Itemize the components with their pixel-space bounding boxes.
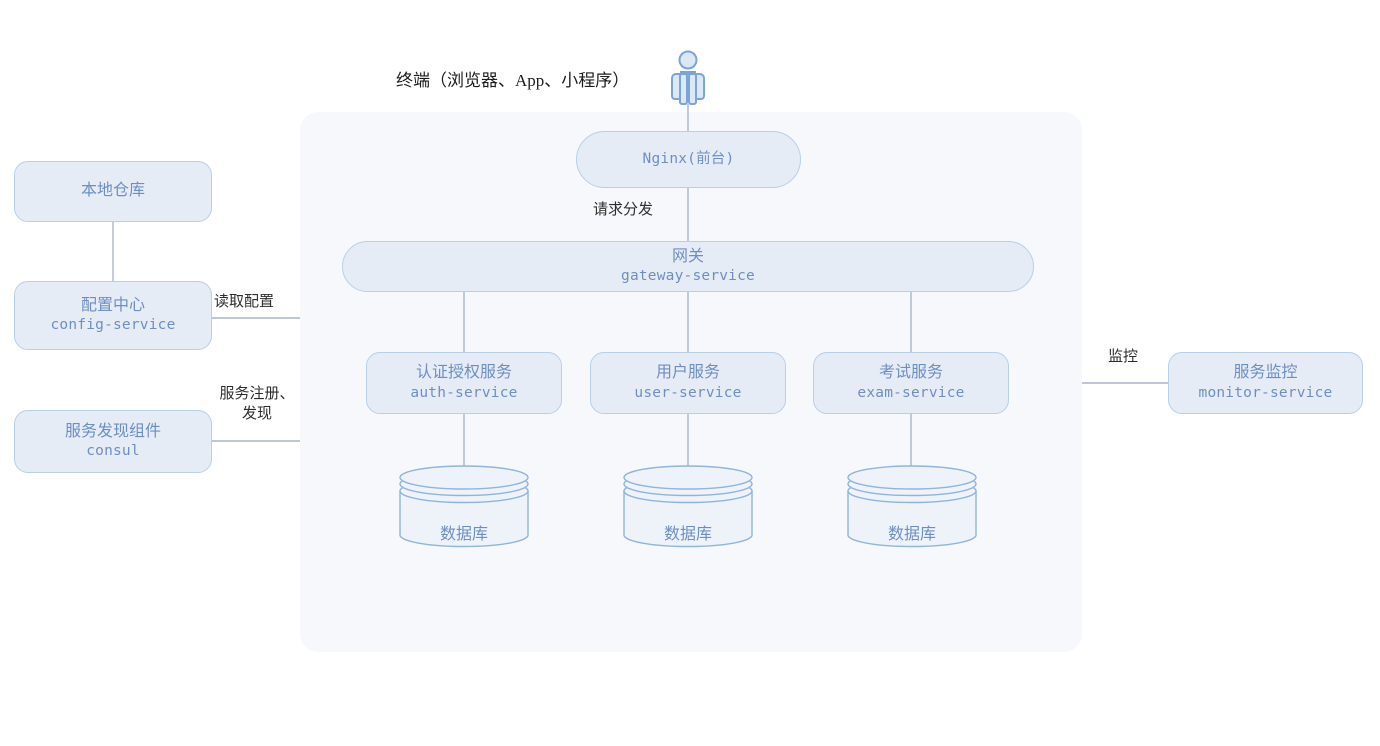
database-cylinder [623, 465, 753, 548]
edge-label-register-discover: 服务注册、 发现 [219, 386, 295, 423]
database-cylinder [399, 465, 529, 548]
node-local-repository-title: 本地仓库 [80, 182, 145, 200]
database-label: 数据库 [887, 526, 936, 543]
node-user-service[interactable]: 用户服务 user-service [590, 352, 786, 414]
terminal-caption-text: 终端（浏览器、App、小程序） [396, 71, 630, 90]
node-nginx[interactable]: Nginx(前台) [576, 131, 801, 188]
terminal-caption: 终端（浏览器、App、小程序） [396, 66, 629, 91]
end-user-actor [671, 50, 705, 105]
node-user-title: 用户服务 [655, 364, 720, 382]
node-config-service-id: config-service [50, 317, 176, 334]
node-config-center[interactable]: 配置中心 config-service [14, 281, 212, 350]
node-service-discovery-title: 服务发现组件 [64, 422, 161, 440]
node-auth-service[interactable]: 认证授权服务 auth-service [366, 352, 562, 414]
edge-label-read-config: 读取配置 [214, 294, 275, 310]
node-service-discovery[interactable]: 服务发现组件 consul [14, 410, 212, 473]
node-user-service-id: user-service [634, 384, 742, 401]
edge-label-dispatch: 请求分发 [593, 202, 654, 218]
node-gateway-service: gateway-service [621, 268, 755, 285]
database-cylinder [847, 465, 977, 548]
node-local-repository[interactable]: 本地仓库 [14, 161, 212, 222]
node-config-center-title: 配置中心 [80, 296, 145, 314]
node-gateway-title: 网关 [671, 247, 704, 265]
node-auth-service-id: auth-service [410, 384, 518, 401]
database-label: 数据库 [663, 526, 712, 543]
node-exam-service[interactable]: 考试服务 exam-service [813, 352, 1009, 414]
edge-label-monitoring: 监控 [1108, 349, 1139, 365]
node-auth-title: 认证授权服务 [415, 364, 512, 382]
node-nginx-label: Nginx(前台) [642, 151, 735, 168]
node-exam-title: 考试服务 [878, 364, 943, 382]
node-exam-service-id: exam-service [857, 384, 965, 401]
node-monitor-service-id: monitor-service [1198, 384, 1333, 401]
node-gateway[interactable]: 网关 gateway-service [342, 241, 1034, 292]
database-label: 数据库 [439, 526, 488, 543]
node-monitor-service[interactable]: 服务监控 monitor-service [1168, 352, 1363, 414]
node-consul-id: consul [86, 443, 140, 460]
node-monitor-title: 服务监控 [1233, 364, 1298, 382]
